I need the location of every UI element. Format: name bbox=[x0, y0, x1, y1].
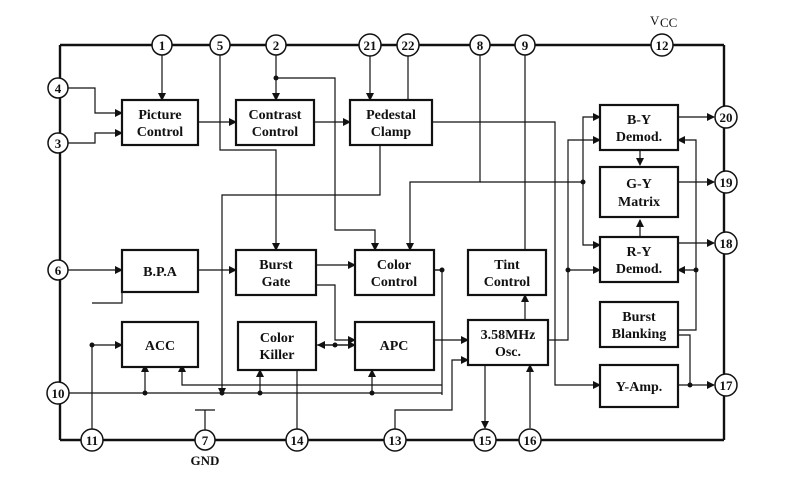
pin-15: 15 bbox=[473, 428, 497, 452]
pin-number: 12 bbox=[656, 38, 669, 53]
block-label: Osc. bbox=[495, 345, 521, 360]
pin-number: 7 bbox=[202, 433, 209, 448]
pin-number: 10 bbox=[52, 386, 65, 401]
block-osc: 3.58MHz Osc. bbox=[466, 318, 550, 367]
block-label: Matrix bbox=[618, 195, 660, 210]
block-label: Burst bbox=[259, 258, 293, 273]
block-label: Control bbox=[484, 275, 531, 290]
pin-number: 11 bbox=[86, 433, 98, 448]
block-burst-gate: Burst Gate bbox=[234, 248, 318, 297]
pin-number: 15 bbox=[479, 433, 493, 448]
pin-number: 1 bbox=[159, 38, 166, 53]
pin-20: 20 bbox=[714, 105, 738, 129]
pin-number: 14 bbox=[291, 433, 305, 448]
pin-8: 8 bbox=[469, 34, 491, 56]
block-label: Control bbox=[137, 125, 184, 140]
pin-14: 14 bbox=[285, 428, 309, 452]
svg-text:CC: CC bbox=[660, 15, 677, 30]
block-label: Burst bbox=[622, 310, 656, 325]
block-label: 3.58MHz bbox=[481, 328, 536, 343]
pin-2: 2 bbox=[265, 34, 287, 56]
pin-number: 5 bbox=[217, 38, 224, 53]
pin-7: 7 bbox=[194, 429, 216, 451]
pin-number: 6 bbox=[55, 263, 62, 278]
block-label: Picture bbox=[138, 108, 181, 123]
block-label: G-Y bbox=[626, 177, 652, 192]
pin-21: 21 bbox=[358, 33, 382, 57]
pin-16: 16 bbox=[518, 428, 542, 452]
block-label: R-Y bbox=[627, 245, 652, 260]
block-label: APC bbox=[380, 339, 409, 354]
block-label: B.P.A bbox=[143, 265, 178, 280]
block-color-killer: Color Killer bbox=[236, 320, 318, 372]
svg-text:V: V bbox=[650, 13, 660, 28]
pin-number: 20 bbox=[720, 110, 733, 125]
block-label: Clamp bbox=[371, 125, 412, 140]
gnd-label: GND bbox=[191, 453, 220, 468]
block-label: Blanking bbox=[612, 327, 666, 342]
block-label: Color bbox=[377, 258, 411, 273]
pin-number: 13 bbox=[389, 433, 403, 448]
junction-dots bbox=[89, 75, 699, 396]
pin-9: 9 bbox=[514, 34, 536, 56]
pin-number: 4 bbox=[55, 81, 62, 96]
block-label: Color bbox=[260, 331, 294, 346]
pin-number: 18 bbox=[720, 236, 734, 251]
block-label: B-Y bbox=[627, 113, 651, 128]
pin-number: 9 bbox=[522, 38, 529, 53]
block-ry-demod: R-Y Demod. bbox=[598, 235, 680, 284]
block-label: Y-Amp. bbox=[616, 380, 663, 395]
block-label: Contrast bbox=[249, 108, 302, 123]
pin-3: 3 bbox=[47, 132, 69, 154]
pin-number: 17 bbox=[720, 378, 734, 393]
pin-4: 4 bbox=[47, 77, 69, 99]
pin-number: 19 bbox=[720, 175, 734, 190]
block-label: Control bbox=[252, 125, 299, 140]
block-acc: ACC bbox=[120, 320, 200, 369]
block-gy-matrix: G-Y Matrix bbox=[598, 165, 680, 219]
block-label: ACC bbox=[145, 339, 175, 354]
pin-18: 18 bbox=[714, 231, 738, 255]
pin-5: 5 bbox=[209, 34, 231, 56]
block-y-amp: Y-Amp. bbox=[598, 363, 680, 409]
block-color-control: Color Control bbox=[353, 248, 436, 297]
pin-19: 19 bbox=[714, 170, 738, 194]
block-label: Pedestal bbox=[366, 108, 416, 123]
block-burst-blanking: Burst Blanking bbox=[598, 300, 680, 349]
pin-6: 6 bbox=[47, 259, 69, 281]
block-label: Tint bbox=[494, 258, 520, 273]
block-contrast-control: Contrast Control bbox=[234, 98, 316, 147]
block-bpa: B.P.A bbox=[120, 248, 200, 294]
block-label: Control bbox=[371, 275, 418, 290]
pin-17: 17 bbox=[714, 373, 738, 397]
block-tint-control: Tint Control bbox=[466, 248, 548, 297]
block-label: Demod. bbox=[616, 262, 662, 277]
pin-number: 16 bbox=[524, 433, 538, 448]
pin-1: 1 bbox=[151, 34, 173, 56]
block-apc: APC bbox=[353, 320, 436, 372]
block-picture-control: Picture Control bbox=[120, 98, 200, 147]
pin-11: 11 bbox=[80, 428, 104, 452]
pin-13: 13 bbox=[383, 428, 407, 452]
pin-number: 2 bbox=[273, 38, 280, 53]
pin-12: 12 bbox=[650, 33, 674, 57]
pin-10: 10 bbox=[46, 381, 70, 405]
block-pedestal-clamp: Pedestal Clamp bbox=[348, 98, 434, 147]
block-label: Demod. bbox=[616, 130, 662, 145]
pin-22: 22 bbox=[396, 33, 420, 57]
pin-number: 22 bbox=[402, 38, 415, 53]
block-label: Gate bbox=[262, 275, 291, 290]
pin-number: 3 bbox=[55, 136, 62, 151]
block-by-demod: B-Y Demod. bbox=[598, 103, 680, 152]
pin-number: 8 bbox=[477, 38, 484, 53]
block-label: Killer bbox=[260, 348, 295, 363]
pin-number: 21 bbox=[364, 38, 377, 53]
vcc-label: V CC bbox=[650, 13, 677, 30]
